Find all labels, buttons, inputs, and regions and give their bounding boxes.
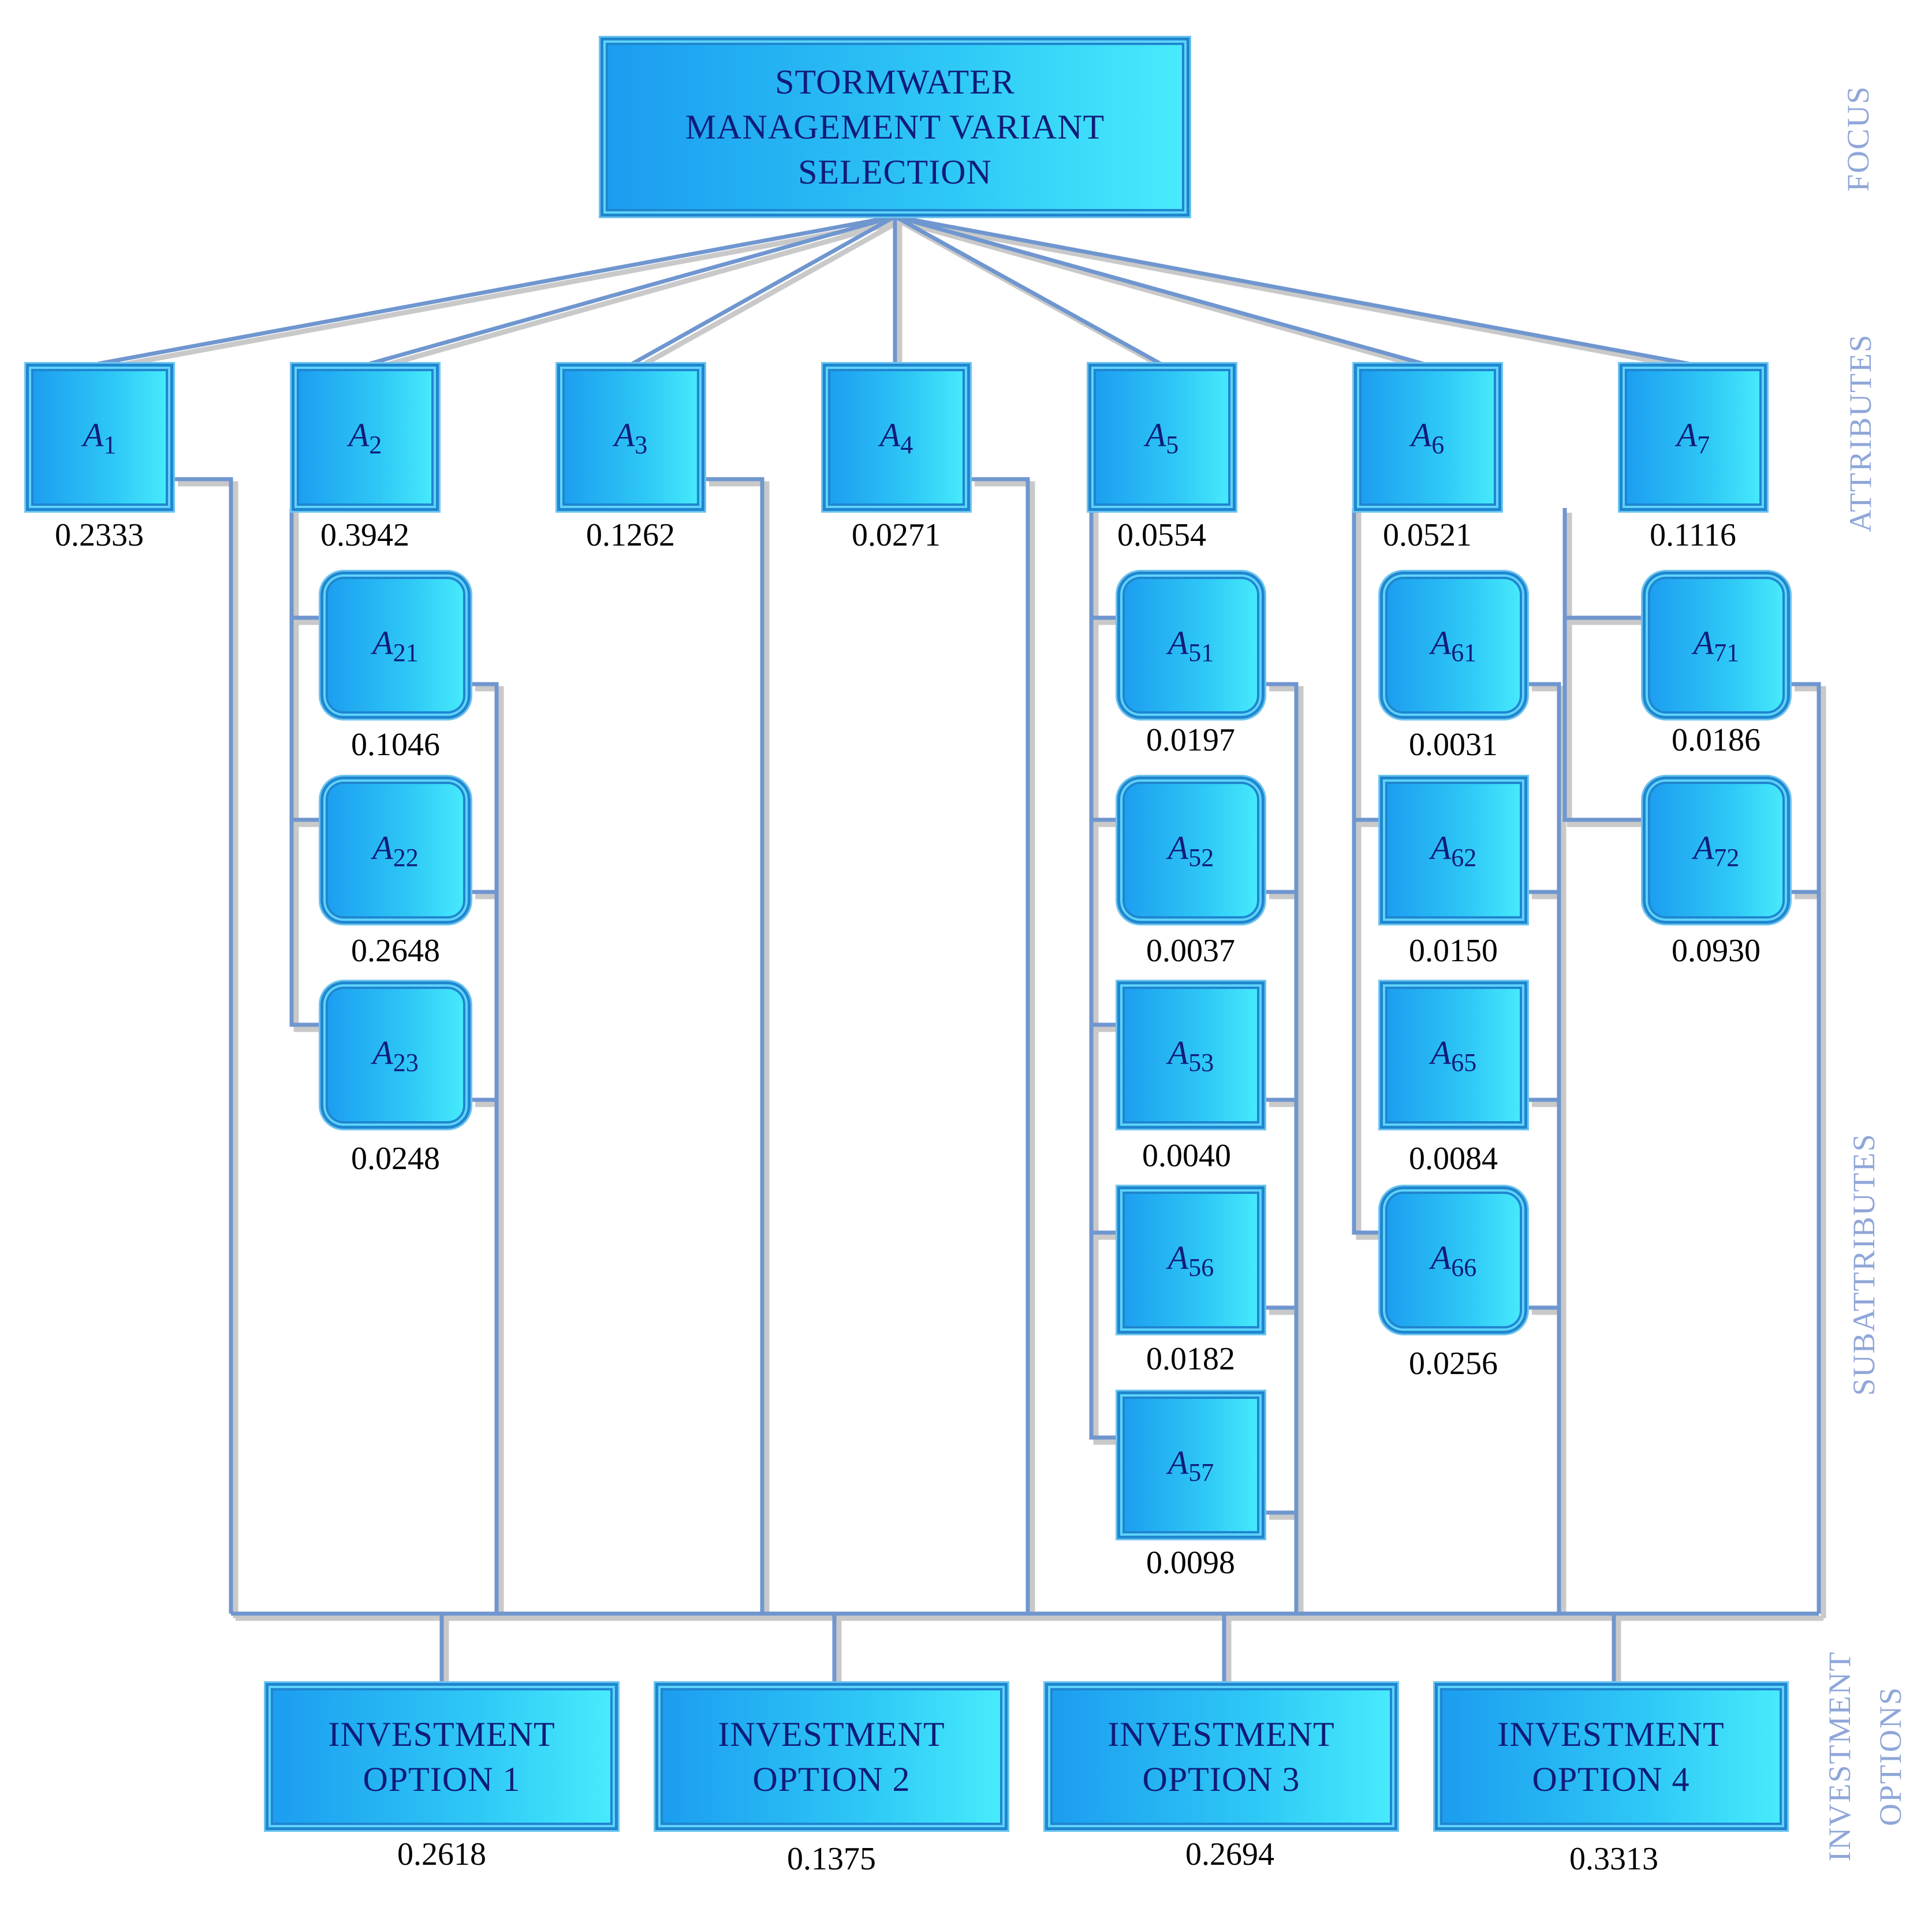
subattribute-box-a72: A72 xyxy=(1643,777,1790,924)
subattribute-box-a65: A65 xyxy=(1380,981,1527,1129)
attribute-box-a3: A3 xyxy=(557,364,704,511)
subattribute-weight-a52: 0.0037 xyxy=(1146,933,1235,969)
attribute-weight-a4: 0.0271 xyxy=(852,517,941,553)
subattribute-weight-a53: 0.0040 xyxy=(1142,1138,1231,1174)
subattribute-label-a22: A22 xyxy=(372,828,419,872)
subattribute-weight-a62: 0.0150 xyxy=(1409,933,1498,969)
investment-option-box-1: INVESTMENT OPTION 1 xyxy=(266,1683,618,1830)
subattribute-label-a52: A52 xyxy=(1168,828,1214,872)
subattribute-box-a61: A61 xyxy=(1380,572,1527,719)
investment-option-3-line-1: INVESTMENT xyxy=(1107,1715,1335,1753)
subattribute-box-a62: A62 xyxy=(1380,777,1527,924)
level-label-attributes: ATTRIBUTES xyxy=(1843,334,1878,532)
investment-option-box-4: INVESTMENT OPTION 4 xyxy=(1435,1683,1787,1830)
investment-option-weight-3: 0.2694 xyxy=(1185,1836,1274,1872)
subattribute-label-a61: A61 xyxy=(1430,624,1477,667)
subattribute-weight-a66: 0.0256 xyxy=(1409,1346,1498,1382)
subattribute-label-a71: A71 xyxy=(1693,624,1740,667)
subattribute-label-a56: A56 xyxy=(1168,1238,1214,1282)
subattribute-weight-a56: 0.0182 xyxy=(1146,1341,1235,1377)
attribute-box-a6: A6 xyxy=(1354,364,1501,511)
attribute-weight-a1: 0.2333 xyxy=(55,517,144,553)
investment-option-4-line-2: OPTION 4 xyxy=(1532,1760,1690,1798)
attribute-label-a3: A3 xyxy=(614,416,648,459)
subattribute-label-a65: A65 xyxy=(1430,1033,1477,1077)
subattribute-box-a56: A56 xyxy=(1117,1186,1265,1334)
investment-option-2-line-1: INVESTMENT xyxy=(718,1715,945,1753)
subattribute-weight-a57: 0.0098 xyxy=(1146,1545,1235,1581)
subattribute-label-a62: A62 xyxy=(1430,828,1477,872)
subattribute-box-a66: A66 xyxy=(1380,1186,1527,1334)
subattribute-box-a71: A71 xyxy=(1643,572,1790,719)
subattribute-label-a57: A57 xyxy=(1168,1443,1214,1487)
investment-option-weight-1: 0.2618 xyxy=(397,1836,486,1872)
subattribute-weight-a71: 0.0186 xyxy=(1672,722,1761,758)
subattribute-weight-a22: 0.2648 xyxy=(351,933,440,969)
subattribute-weight-a72: 0.0930 xyxy=(1672,933,1761,969)
subattribute-label-a53: A53 xyxy=(1168,1033,1214,1077)
subattribute-label-a21: A21 xyxy=(372,624,419,667)
subattribute-box-a22: A22 xyxy=(320,777,471,924)
attribute-weight-a7: 0.1116 xyxy=(1650,517,1736,553)
attribute-label-a1: A1 xyxy=(83,416,117,459)
investment-option-3-line-2: OPTION 3 xyxy=(1142,1760,1300,1798)
attribute-label-a2: A2 xyxy=(348,416,382,459)
subattribute-box-a51: A51 xyxy=(1117,572,1265,719)
subattribute-weight-a65: 0.0084 xyxy=(1409,1141,1498,1177)
level-label-options-line-1: INVESTMENT xyxy=(1822,1651,1857,1862)
subattribute-label-a72: A72 xyxy=(1693,828,1740,872)
subattribute-weight-a61: 0.0031 xyxy=(1409,727,1498,763)
attribute-box-a1: A1 xyxy=(26,364,173,511)
level-label-options-line-2: OPTIONS xyxy=(1873,1686,1908,1827)
attribute-label-a4: A4 xyxy=(879,416,913,459)
attribute-box-a2: A2 xyxy=(292,364,439,511)
subattribute-box-a23: A23 xyxy=(320,981,471,1129)
attribute-weight-a6: 0.0521 xyxy=(1383,517,1472,553)
focus-line-2: MANAGEMENT VARIANT xyxy=(685,108,1105,146)
level-label-subattributes: SUBATTRIBUTES xyxy=(1847,1133,1881,1396)
attribute-weight-a3: 0.1262 xyxy=(586,517,675,553)
level-label-investment-options: INVESTMENT OPTIONS xyxy=(1814,1651,1916,1862)
attribute-box-a4: A4 xyxy=(823,364,970,511)
subattribute-weight-a21: 0.1046 xyxy=(351,727,440,763)
attribute-box-a7: A7 xyxy=(1620,364,1767,511)
subattribute-label-a23: A23 xyxy=(372,1033,419,1077)
subattribute-weight-a23: 0.0248 xyxy=(351,1141,440,1177)
investment-option-weight-4: 0.3313 xyxy=(1569,1841,1658,1877)
subattribute-box-a21: A21 xyxy=(320,572,471,719)
attribute-weight-a5: 0.0554 xyxy=(1117,517,1206,553)
investment-option-box-2: INVESTMENT OPTION 2 xyxy=(655,1683,1008,1830)
focus-box: STORMWATER MANAGEMENT VARIANT SELECTION xyxy=(601,38,1189,216)
investment-option-box-3: INVESTMENT OPTION 3 xyxy=(1045,1683,1397,1830)
attribute-weight-a2: 0.3942 xyxy=(320,517,409,553)
attribute-label-a7: A7 xyxy=(1676,416,1710,459)
subattribute-box-a57: A57 xyxy=(1117,1391,1265,1539)
focus-line-3: SELECTION xyxy=(798,153,992,191)
investment-option-2-line-2: OPTION 2 xyxy=(752,1760,911,1798)
attribute-box-a5: A5 xyxy=(1088,364,1236,511)
attribute-label-a5: A5 xyxy=(1145,416,1179,459)
subattribute-box-a52: A52 xyxy=(1117,777,1265,924)
attribute-label-a6: A6 xyxy=(1411,416,1445,459)
subattribute-label-a66: A66 xyxy=(1430,1238,1477,1282)
level-label-focus: FOCUS xyxy=(1841,85,1875,192)
investment-option-1-line-1: INVESTMENT xyxy=(328,1715,555,1753)
investment-option-weight-2: 0.1375 xyxy=(787,1841,876,1877)
focus-line-1: STORMWATER xyxy=(775,63,1015,101)
subattribute-weight-a51: 0.0197 xyxy=(1146,722,1235,758)
investment-option-1-line-2: OPTION 1 xyxy=(363,1760,521,1798)
subattribute-box-a53: A53 xyxy=(1117,981,1265,1129)
investment-option-4-line-1: INVESTMENT xyxy=(1497,1715,1725,1753)
subattribute-label-a51: A51 xyxy=(1168,624,1214,667)
